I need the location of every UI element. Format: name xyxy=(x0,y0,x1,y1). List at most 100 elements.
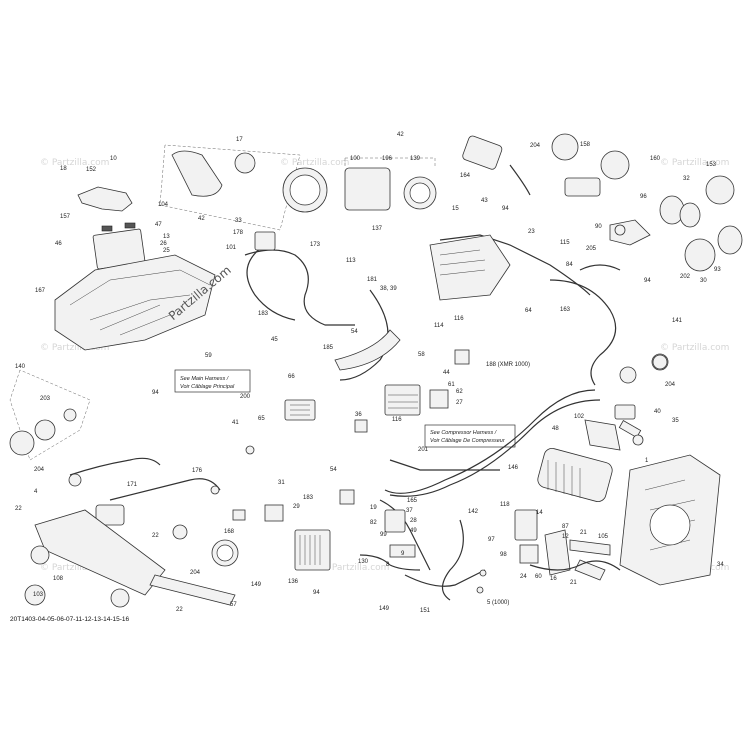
callout-label: 15 xyxy=(452,206,459,212)
callout-label: 146 xyxy=(508,465,519,471)
callout-label: 200 xyxy=(240,394,251,400)
callout-label: 196 xyxy=(382,156,393,162)
callout-label: 24 xyxy=(520,574,527,580)
callout-label: 96 xyxy=(640,194,647,200)
callout-label: 178 xyxy=(233,230,244,236)
callout-label: 41 xyxy=(232,420,239,426)
callout-label: 21 xyxy=(570,580,577,586)
callout-label: 99 xyxy=(380,532,387,538)
callout-label: 33 xyxy=(235,218,242,224)
watermark: © Partzilla.com xyxy=(660,343,729,353)
callout-label: 27 xyxy=(456,400,463,406)
callout-label: 42 xyxy=(397,132,404,138)
callout-label: 103 xyxy=(33,592,44,598)
callout-label: 114 xyxy=(434,323,444,329)
callout-label: 205 xyxy=(586,246,597,252)
callout-label: 28 xyxy=(410,518,417,524)
callout-label: 108 xyxy=(53,576,64,582)
callout-label: 157 xyxy=(60,214,71,220)
main-harness-note-line1: See Main Harness / xyxy=(180,376,229,382)
watermark: © Partzilla.com xyxy=(280,158,349,168)
callout-label: 204 xyxy=(34,467,45,473)
compressor-harness-note-line1: See Compressor Harness / xyxy=(430,430,497,436)
winch xyxy=(537,448,613,502)
center-group xyxy=(174,349,516,571)
callout-label: 12 xyxy=(562,534,569,540)
callout-label: 105 xyxy=(598,534,609,540)
callout-label: 82 xyxy=(370,520,377,526)
callout-label: 113 xyxy=(346,258,356,264)
harness-notes: See Main Harness / Voir Câblage Principa… xyxy=(180,376,506,444)
callout-label: 54 xyxy=(351,329,358,335)
callout-label: 204 xyxy=(530,143,541,149)
callout-label: 36 xyxy=(355,412,362,418)
callout-label: 130 xyxy=(358,559,369,565)
callout-label: 183 xyxy=(303,495,314,501)
callout-label: 173 xyxy=(310,242,321,248)
callout-label: 115 xyxy=(560,240,570,246)
callout-label: 149 xyxy=(379,606,390,612)
callout-label: 98 xyxy=(500,552,507,558)
callout-label: 57 xyxy=(230,602,237,608)
callout-label: 168 xyxy=(224,529,235,535)
callout-label: 13 xyxy=(163,234,170,240)
callout-label: 5 (1000) xyxy=(487,600,509,606)
callout-label: 40 xyxy=(654,409,661,415)
voltage-regulator xyxy=(294,529,331,571)
callout-label: 4 xyxy=(34,489,38,495)
callout-label: 29 xyxy=(293,504,300,510)
callout-label: 9 xyxy=(401,551,405,557)
winch-group xyxy=(384,389,721,586)
callout-label: 151 xyxy=(420,608,431,614)
callout-label: 165 xyxy=(407,498,418,504)
callout-label: 60 xyxy=(535,574,542,580)
callout-label: 152 xyxy=(86,167,97,173)
watermark: © Partzilla.com xyxy=(40,158,109,168)
callout-label: 94 xyxy=(313,590,320,596)
callout-label: 25 xyxy=(163,248,170,254)
main-harness-note-line2: Voir Câblage Principal xyxy=(180,384,235,390)
callout-label: 32 xyxy=(683,176,690,182)
callout-label: 58 xyxy=(418,352,425,358)
gauge-cluster-group xyxy=(159,135,503,231)
callout-label: 44 xyxy=(443,370,450,376)
callout-label: 66 xyxy=(288,374,295,380)
callout-label: 102 xyxy=(574,414,585,420)
callout-label: 100 xyxy=(350,156,361,162)
harness-group xyxy=(244,231,669,386)
front-bracket xyxy=(34,509,166,596)
callout-label: 101 xyxy=(226,245,237,251)
callout-label: 167 xyxy=(35,288,46,294)
callout-label: 204 xyxy=(190,570,201,576)
watermark: © Partzilla.com xyxy=(40,343,109,353)
callout-label: 59 xyxy=(205,353,212,359)
callout-label: 164 xyxy=(460,173,471,179)
callout-label: 160 xyxy=(650,156,661,162)
callout-label: 34 xyxy=(717,562,724,568)
callout-label: 140 xyxy=(15,364,26,370)
callout-label: 38, 39 xyxy=(380,286,397,292)
callout-label: 176 xyxy=(192,468,203,474)
callout-label: 22 xyxy=(15,506,22,512)
watermark: © Partzilla.com xyxy=(320,563,389,573)
callout-label: 94 xyxy=(644,278,651,284)
callout-label: 116 xyxy=(454,316,464,322)
callout-label: 94 xyxy=(152,390,159,396)
callout-label: 118 xyxy=(500,502,510,508)
callout-label: 54 xyxy=(330,467,337,473)
callout-label: 61 xyxy=(448,382,455,388)
callout-label: 84 xyxy=(566,262,573,268)
callout-label: 64 xyxy=(525,308,532,314)
callout-label: 1 xyxy=(645,458,649,464)
callout-label: 46 xyxy=(55,241,62,247)
callout-label: 23 xyxy=(528,229,535,235)
callout-label: 21 xyxy=(580,530,587,536)
callout-label: 204 xyxy=(665,382,676,388)
callout-label: 104 xyxy=(158,202,169,208)
callout-label: 42 xyxy=(198,216,205,222)
main-harness xyxy=(429,234,511,301)
callout-label: 163 xyxy=(560,307,571,313)
callout-label: 49 xyxy=(410,528,417,534)
callout-label: 201 xyxy=(418,447,429,453)
watermark: © Partzilla.com xyxy=(40,563,109,573)
